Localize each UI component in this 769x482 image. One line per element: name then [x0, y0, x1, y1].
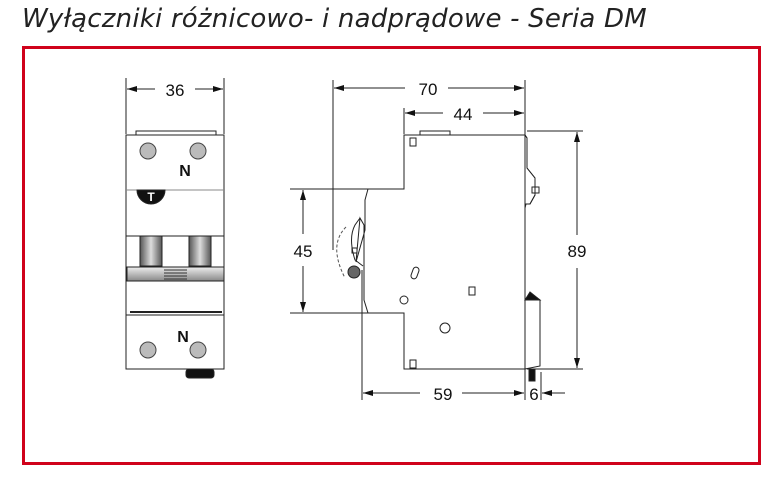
- rail-depth-dim: 59: [434, 385, 453, 404]
- overall-depth-dim: 70: [419, 80, 438, 99]
- front-height-dim: 45: [294, 242, 313, 261]
- height-dim: 89: [568, 242, 587, 261]
- test-button: [136, 189, 166, 205]
- page-title: Wyłączniki różnicowo- i nadprądowe - Ser…: [22, 4, 647, 34]
- front-width-dim: 36: [166, 81, 185, 100]
- front-view: [125, 78, 225, 379]
- drawing-frame: [22, 46, 761, 465]
- top-depth-dim: 44: [454, 105, 473, 124]
- clip-dim: 6: [529, 385, 538, 404]
- side-view: [290, 80, 583, 400]
- bottom-terminal-label: N: [177, 329, 189, 346]
- terminal-screw-icon: [139, 142, 207, 359]
- test-button-label: T: [147, 190, 155, 204]
- top-terminal-label: N: [179, 163, 191, 180]
